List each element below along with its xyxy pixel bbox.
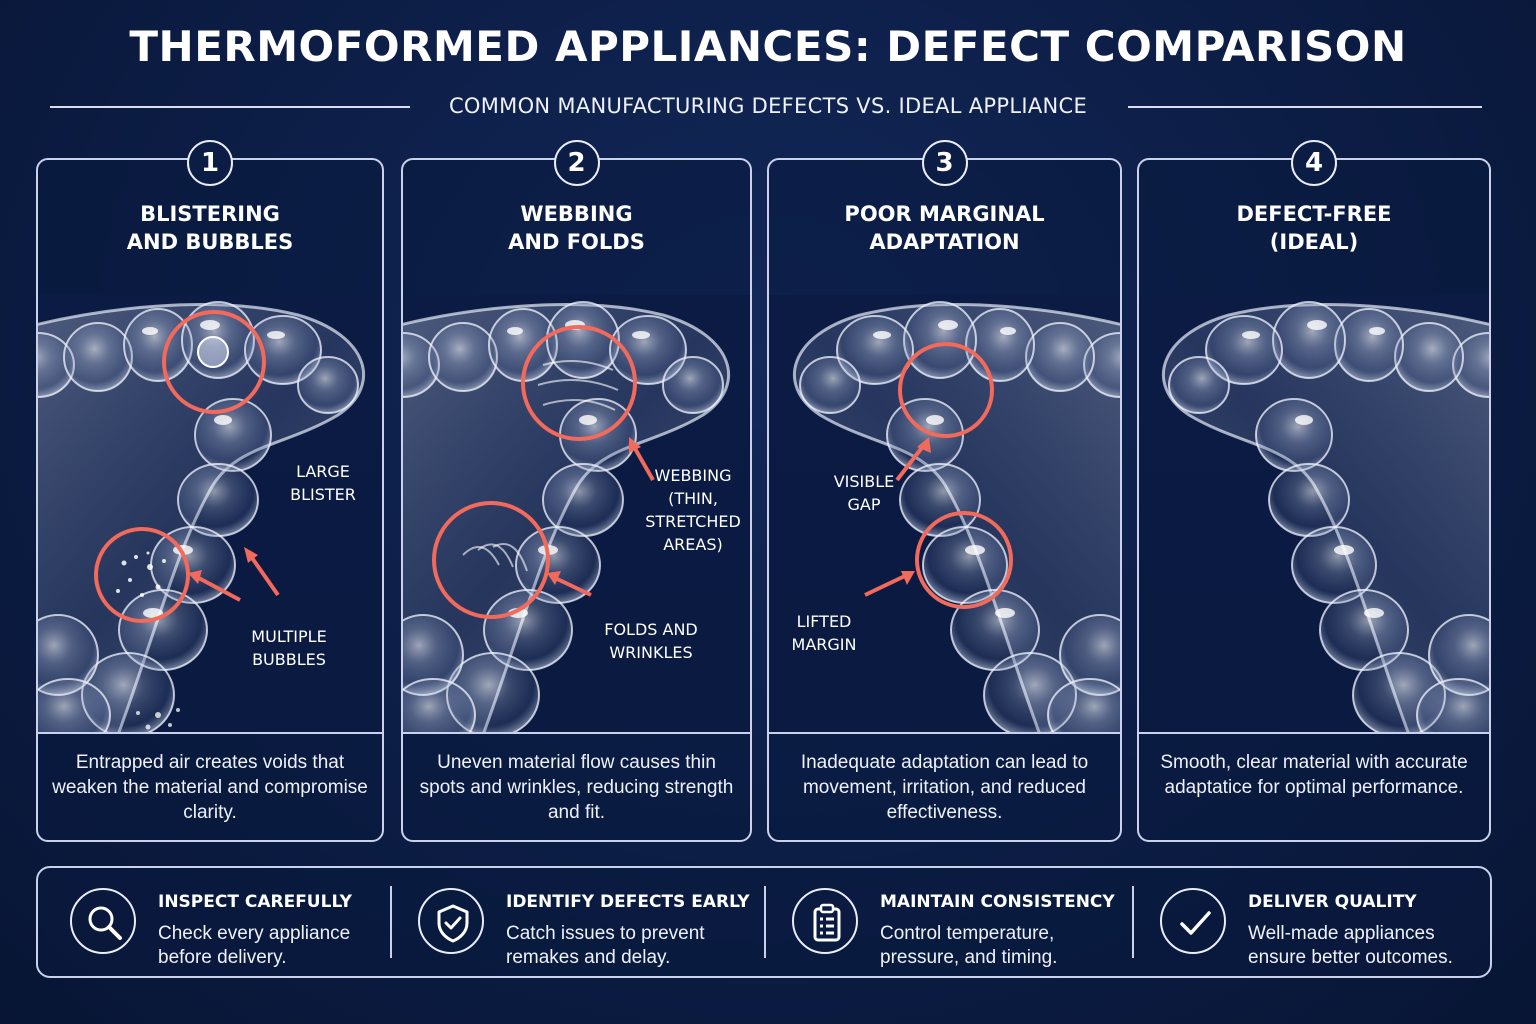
tip-title: IDENTIFY DEFECTS EARLY bbox=[506, 892, 750, 912]
tip-text: Check every appliance before delivery. bbox=[158, 923, 351, 968]
tip-text: Well-made appliances ensure better outco… bbox=[1248, 923, 1453, 968]
callout-lifted-margin: LIFTED MARGIN bbox=[791, 612, 857, 654]
highlight-circle-folds bbox=[432, 501, 550, 619]
panel-number-badge: 4 bbox=[1291, 140, 1337, 186]
panel-blistering: 1 BLISTERING AND BUBBLES LARGE BLISTER M… bbox=[36, 140, 384, 842]
tip-text: Catch issues to prevent remakes and dela… bbox=[506, 923, 705, 968]
page-subtitle: COMMON MANUFACTURING DEFECTS VS. IDEAL A… bbox=[448, 94, 1088, 118]
aligner-photo-blistering bbox=[38, 295, 382, 734]
panel-webbing: 2 WEBBING AND FOLDS WEBBING (THIN, STRET… bbox=[401, 140, 752, 842]
panel-marginal-adaptation: 3 POOR MARGINAL ADAPTATION VISIBLE GAP L… bbox=[767, 140, 1122, 842]
tip-divider bbox=[390, 886, 392, 958]
tip-divider bbox=[764, 886, 766, 958]
panel-heading: WEBBING AND FOLDS bbox=[508, 202, 645, 254]
callout-multiple-bubbles: MULTIPLE BUBBLES bbox=[251, 627, 327, 669]
panel-number-badge: 3 bbox=[921, 140, 968, 186]
tip-title: MAINTAIN CONSISTENCY bbox=[880, 892, 1115, 912]
aligner-photo-webbing bbox=[403, 295, 750, 734]
panel-number-badge: 2 bbox=[553, 140, 600, 186]
subtitle-rule-left bbox=[50, 106, 410, 108]
panel-heading: POOR MARGINAL ADAPTATION bbox=[844, 202, 1045, 254]
clipboard-icon bbox=[792, 888, 858, 954]
checkmark-icon bbox=[1160, 888, 1226, 954]
panel-description: Entrapped air creates voids that weaken … bbox=[52, 752, 368, 823]
panel-number-badge: 1 bbox=[187, 140, 233, 186]
tip-text: Control temperature, pressure, and timin… bbox=[880, 923, 1058, 968]
panel-heading: DEFECT-FREE (IDEAL) bbox=[1236, 202, 1392, 254]
highlight-circle-bubbles bbox=[94, 527, 190, 623]
bubbles-cluster bbox=[136, 708, 180, 730]
aligner-photo-adaptation bbox=[769, 295, 1120, 734]
page-title: THERMOFORMED APPLIANCES: DEFECT COMPARIS… bbox=[129, 22, 1407, 71]
tip-title: DELIVER QUALITY bbox=[1248, 892, 1417, 912]
panel-description: Uneven material flow causes thin spots a… bbox=[419, 752, 734, 823]
panel-description: Inadequate adaptation can lead to moveme… bbox=[800, 752, 1089, 823]
panel-defect-free: 4 DEFECT-FREE (IDEAL) Smooth, clear mate… bbox=[1137, 140, 1491, 842]
callout-folds-wrinkles: FOLDS AND WRINKLES bbox=[604, 620, 698, 662]
shield-check-icon bbox=[418, 888, 484, 954]
callout-large-blister: LARGE BLISTER bbox=[290, 462, 356, 504]
tips-bar: INSPECT CAREFULLY Check every appliance … bbox=[36, 866, 1492, 978]
callout-webbing: WEBBING (THIN, STRETCHED AREAS) bbox=[645, 466, 741, 554]
highlight-circle-webbing bbox=[521, 325, 637, 441]
tip-divider bbox=[1132, 886, 1134, 958]
subtitle-rule-right bbox=[1128, 106, 1482, 108]
highlight-circle-blister bbox=[162, 310, 266, 414]
highlight-circle-margin bbox=[915, 511, 1013, 609]
subtitle-row: COMMON MANUFACTURING DEFECTS VS. IDEAL A… bbox=[0, 94, 1536, 122]
aligner-photo-ideal bbox=[1139, 295, 1489, 734]
callout-visible-gap: VISIBLE GAP bbox=[833, 472, 895, 514]
panel-description: Smooth, clear material with accurate ada… bbox=[1160, 752, 1468, 798]
magnifier-icon bbox=[70, 888, 136, 954]
tip-title: INSPECT CAREFULLY bbox=[158, 892, 352, 912]
highlight-circle-gap bbox=[898, 342, 994, 438]
panel-heading: BLISTERING AND BUBBLES bbox=[126, 202, 294, 254]
